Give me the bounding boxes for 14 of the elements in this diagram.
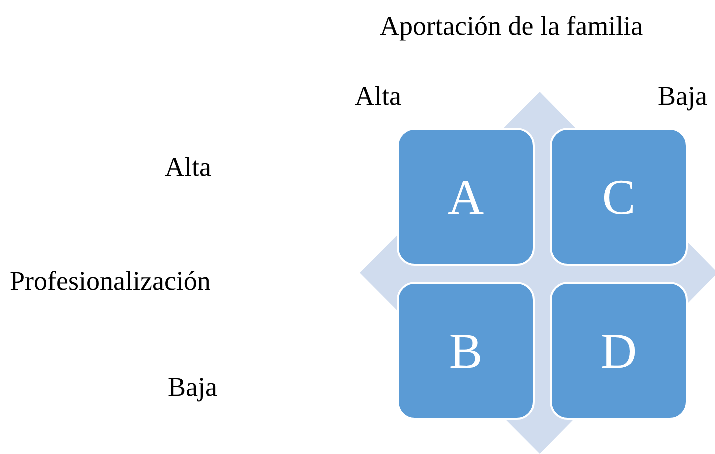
quadrant-box [550, 128, 688, 266]
axis-value: Baja [168, 373, 218, 403]
quadrant-letter: B [449, 322, 483, 380]
quadrant-letter: D [600, 322, 638, 380]
quadrant-letter: C [602, 168, 636, 226]
axis-title: Aportación de la familia [380, 12, 644, 42]
axis-value: Alta [165, 153, 212, 183]
axis-value: Alta [355, 82, 402, 112]
quadrant-box [397, 128, 535, 266]
axis-value: Baja [658, 82, 708, 112]
axis-title: Profesionalización [10, 267, 211, 297]
quadrant-box [397, 282, 535, 420]
quadrant-box [550, 282, 688, 420]
quadrant-letter: A [448, 168, 484, 226]
